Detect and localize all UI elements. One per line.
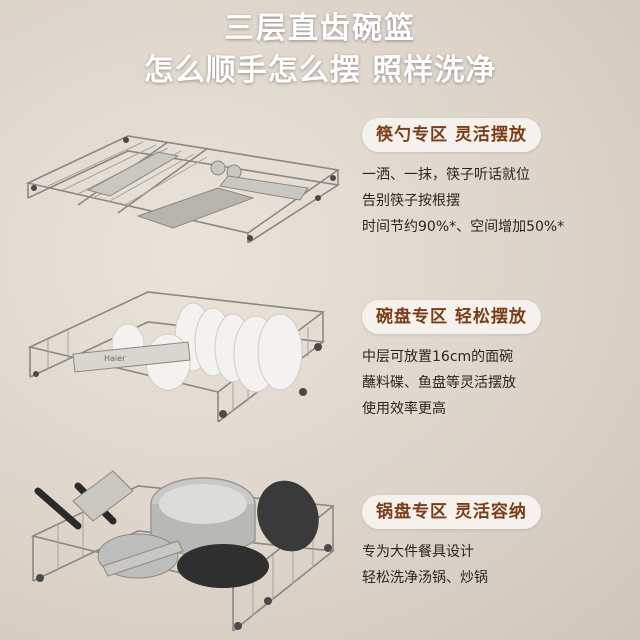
rack-brand-label: Haier	[104, 354, 126, 363]
section-line: 一洒、一抹，筷子听话就位	[362, 167, 530, 183]
title-line-2: 怎么顺手怎么摆 照样洗净	[143, 53, 497, 88]
section-lines-pots: 专为大件餐具设计 轻松洗净汤锅、炒锅	[362, 539, 632, 591]
section-line: 中层可放置16cm的面碗	[362, 349, 514, 365]
section-cutlery: 筷勺专区 灵活摆放 一洒、一抹，筷子听话就位 告别筷子按根摆 时间节约90%*、…	[362, 118, 632, 240]
section-dishes: 碗盘专区 轻松摆放 中层可放置16cm的面碗 蘸料碟、鱼盘等灵活摆放 使用效率更…	[362, 300, 632, 422]
section-line: 轻松洗净汤锅、炒锅	[362, 570, 488, 586]
section-pots: 锅盘专区 灵活容纳 专为大件餐具设计 轻松洗净汤锅、炒锅	[362, 495, 632, 591]
section-line: 时间节约90%*、空间增加50%*	[362, 219, 565, 235]
section-tag-dishes: 碗盘专区 轻松摆放	[362, 300, 541, 334]
section-line: 专为大件餐具设计	[362, 544, 474, 560]
cutlery-rack-image	[18, 128, 348, 243]
section-line: 使用效率更高	[362, 401, 446, 417]
section-line: 告别筷子按根摆	[362, 193, 460, 209]
section-lines-cutlery: 一洒、一抹，筷子听话就位 告别筷子按根摆 时间节约90%*、空间增加50%*	[362, 162, 632, 240]
page-header: 三层直齿碗篮 怎么顺手怎么摆 照样洗净	[0, 8, 640, 92]
title-line-1: 三层直齿碗篮	[224, 11, 416, 46]
pot-rack-image	[18, 466, 348, 636]
section-tag-pots: 锅盘专区 灵活容纳	[362, 495, 541, 529]
section-tag-cutlery: 筷勺专区 灵活摆放	[362, 118, 541, 152]
section-lines-dishes: 中层可放置16cm的面碗 蘸料碟、鱼盘等灵活摆放 使用效率更高	[362, 344, 632, 422]
section-line: 蘸料碟、鱼盘等灵活摆放	[362, 375, 516, 391]
dish-rack-image: Haier	[18, 282, 348, 422]
